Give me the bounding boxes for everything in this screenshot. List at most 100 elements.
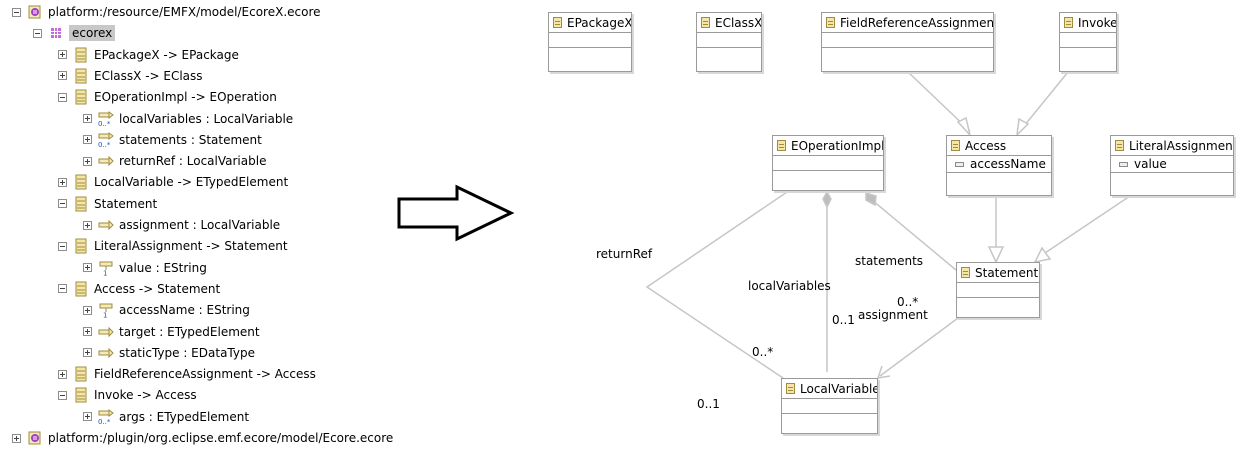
class-access[interactable]: Access accessName xyxy=(946,135,1052,196)
containment-diamond-statements xyxy=(865,191,877,207)
tree-item[interactable]: Statement xyxy=(58,194,157,214)
class-statement[interactable]: Statement xyxy=(956,262,1040,318)
eclass-icon xyxy=(73,174,89,190)
tree-item[interactable]: 1 value : EString xyxy=(83,258,207,278)
collapse-icon[interactable] xyxy=(58,199,67,209)
expand-icon[interactable] xyxy=(83,114,92,123)
tree-item-label: returnRef : LocalVariable xyxy=(119,154,267,169)
collapse-icon[interactable] xyxy=(12,7,21,17)
expand-icon[interactable] xyxy=(83,263,92,273)
eclass-icon xyxy=(73,281,89,297)
tree-item[interactable]: 0..* statements : Statement xyxy=(83,130,262,150)
tree-item[interactable]: target : ETypedElement xyxy=(83,322,260,342)
tree-item[interactable]: assignment : LocalVariable xyxy=(83,215,280,235)
class-invoke[interactable]: Invoke xyxy=(1059,12,1117,72)
tree-item-label: staticType : EDataType xyxy=(119,345,255,360)
eclass-icon xyxy=(1115,140,1124,151)
tree-item-label: statements : Statement xyxy=(119,132,262,147)
class-literalassignment[interactable]: LiteralAssignment value xyxy=(1110,135,1234,196)
package-icon xyxy=(48,25,64,41)
edge-label-localvariables-multiplicity: 0..1 xyxy=(832,313,855,327)
collapse-icon[interactable] xyxy=(33,28,42,38)
tree-item[interactable]: Invoke -> Access xyxy=(58,385,197,405)
eclass-icon xyxy=(73,387,89,403)
tree-item[interactable]: 0..* localVariables : LocalVariable xyxy=(83,109,293,129)
edge-label-assignment: assignment xyxy=(858,308,928,322)
tree-item-label: Statement xyxy=(94,196,158,211)
collapse-icon[interactable] xyxy=(58,390,67,400)
eclass-icon xyxy=(553,17,562,28)
class-epackagex[interactable]: EPackageX xyxy=(548,12,632,72)
edge-label-returnref-multiplicity: 0..* xyxy=(752,345,774,359)
transform-arrow-icon xyxy=(397,184,515,242)
tree-item[interactable]: LiteralAssignment -> Statement xyxy=(58,236,288,256)
expand-icon[interactable] xyxy=(83,220,92,230)
edge-label-statements-multiplicity: 0..* xyxy=(897,295,919,309)
tree-item[interactable]: EClassX -> EClass xyxy=(58,66,203,86)
tree-item[interactable]: platform:/resource/EMFX/model/EcoreX.eco… xyxy=(12,2,321,22)
expand-icon[interactable] xyxy=(83,412,92,422)
svg-text:0..*: 0..* xyxy=(98,141,111,148)
expand-icon[interactable] xyxy=(58,71,67,81)
eclass-icon xyxy=(961,267,970,278)
eclass-icon xyxy=(73,196,89,212)
tree-item[interactable]: EOperationImpl -> EOperation xyxy=(58,87,277,107)
edge-label-returnref: returnRef xyxy=(596,247,653,261)
expand-icon[interactable] xyxy=(83,305,92,315)
tree-item[interactable]: 0..* args : ETypedElement xyxy=(83,407,249,427)
tree-item-label: value : EString xyxy=(119,260,207,275)
containment-diamond-localvars xyxy=(822,190,832,209)
reference-icon xyxy=(98,324,114,340)
class-eoperationimpl[interactable]: EOperationImpl xyxy=(772,135,884,191)
expand-icon[interactable] xyxy=(58,50,67,60)
class-eclassx[interactable]: EClassX xyxy=(696,12,762,72)
class-fieldreferenceassignment[interactable]: FieldReferenceAssignment xyxy=(821,12,994,72)
expand-icon[interactable] xyxy=(83,156,92,166)
tree-item[interactable]: FieldReferenceAssignment -> Access xyxy=(58,364,316,384)
eclass-icon xyxy=(73,366,89,382)
reference-many-icon: 0..* xyxy=(98,131,114,148)
svg-text:0..*: 0..* xyxy=(98,418,111,425)
tree-item[interactable]: ecorex xyxy=(33,23,116,43)
inherit-arrow-invoke xyxy=(1015,117,1030,138)
resource-file-icon xyxy=(27,430,43,446)
tree-item-label: EClassX -> EClass xyxy=(94,68,203,83)
edge-label-returnref-lower: 0..1 xyxy=(697,397,720,411)
tree-item-label: platform:/resource/EMFX/model/EcoreX.eco… xyxy=(48,5,321,19)
eclass-icon xyxy=(951,140,960,151)
tree-item[interactable]: staticType : EDataType xyxy=(83,343,255,363)
tree-item-label: LocalVariable -> ETypedElement xyxy=(94,175,289,190)
expand-icon[interactable] xyxy=(12,433,21,443)
tree-item[interactable]: Access -> Statement xyxy=(58,279,220,299)
tree-item-label: args : ETypedElement xyxy=(119,409,250,424)
reference-many-icon: 0..* xyxy=(98,110,114,127)
tree-item-label: localVariables : LocalVariable xyxy=(119,111,294,126)
reference-many-icon: 0..* xyxy=(98,408,114,425)
tree-item[interactable]: returnRef : LocalVariable xyxy=(83,151,266,171)
edge-label-statements: statements xyxy=(855,254,924,268)
expand-icon[interactable] xyxy=(83,135,92,145)
eclass-icon xyxy=(73,238,89,254)
attribute-icon xyxy=(1119,161,1128,167)
attribute-icon: 1 xyxy=(98,260,114,276)
eclass-icon xyxy=(1064,17,1073,28)
expand-icon[interactable] xyxy=(83,348,92,358)
tree-item[interactable]: LocalVariable -> ETypedElement xyxy=(58,172,288,192)
tree-item[interactable]: platform:/plugin/org.eclipse.emf.ecore/m… xyxy=(12,428,393,448)
collapse-icon[interactable] xyxy=(58,284,67,294)
tree-item-label: platform:/plugin/org.eclipse.emf.ecore/m… xyxy=(48,431,394,445)
svg-text:1: 1 xyxy=(103,312,107,319)
attribute-icon xyxy=(955,161,964,167)
expand-icon[interactable] xyxy=(83,327,92,336)
attribute-icon: 1 xyxy=(98,302,114,318)
collapse-icon[interactable] xyxy=(58,92,67,102)
reference-icon xyxy=(98,345,114,361)
inherit-arrow-fieldref xyxy=(956,116,972,138)
class-localvariable[interactable]: LocalVariable xyxy=(781,378,878,434)
tree-item[interactable]: EPackageX -> EPackage xyxy=(58,45,239,65)
expand-icon[interactable] xyxy=(58,369,67,379)
collapse-icon[interactable] xyxy=(58,241,67,251)
expand-icon[interactable] xyxy=(58,177,67,187)
